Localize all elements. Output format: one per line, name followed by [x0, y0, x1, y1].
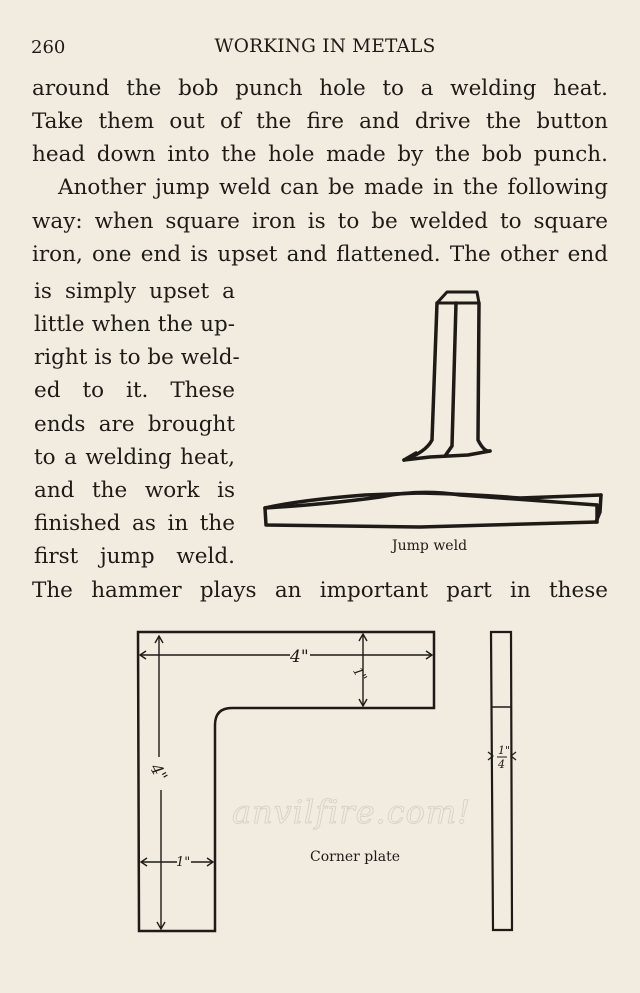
wrapped-text-line: is simply upset a — [34, 279, 235, 304]
wrapped-text-line: ends are brought — [34, 412, 235, 437]
text-line: Take them out of the fire and drive the … — [32, 109, 608, 134]
dimension-arm-side-label: 1" — [176, 855, 190, 870]
watermark: anvilfire.com! — [232, 793, 472, 832]
dimension-thickness-numerator: 1" — [498, 744, 510, 757]
wrapped-text-line: to a welding heat, — [34, 445, 235, 470]
text-line: head down into the hole made by the bob … — [32, 142, 608, 167]
running-title: WORKING IN METALS — [214, 36, 436, 57]
dimension-arm-top-label: 1" — [349, 665, 369, 685]
text-line: The hammer plays an important part in th… — [32, 578, 608, 603]
dimension-height-label: 4" — [146, 759, 172, 785]
wrapped-text-line: finished as in the — [34, 511, 235, 536]
figure-caption-corner-plate: Corner plate — [310, 849, 400, 865]
paragraph-start-line: Another jump weld can be made in the fol… — [58, 175, 608, 200]
text-line: iron, one end is upset and flattened. Th… — [32, 242, 608, 267]
wrapped-text-line: little when the up- — [34, 312, 235, 337]
wrapped-text-line: first jump weld. — [34, 544, 235, 569]
wrapped-text-line: ed to it. These — [34, 378, 235, 403]
wrapped-text-line: and the work is — [34, 478, 235, 503]
figure-caption-jump-weld: Jump weld — [392, 538, 468, 554]
text-line: way: when square iron is to be welded to… — [32, 209, 608, 234]
page-number: 260 — [31, 37, 66, 58]
dimension-width-label: 4" — [289, 647, 309, 667]
text-line: around the bob punch hole to a welding h… — [32, 76, 608, 101]
wrapped-text-line: right is to be weld- — [34, 345, 240, 370]
dimension-thickness-denominator: 4 — [497, 758, 505, 771]
